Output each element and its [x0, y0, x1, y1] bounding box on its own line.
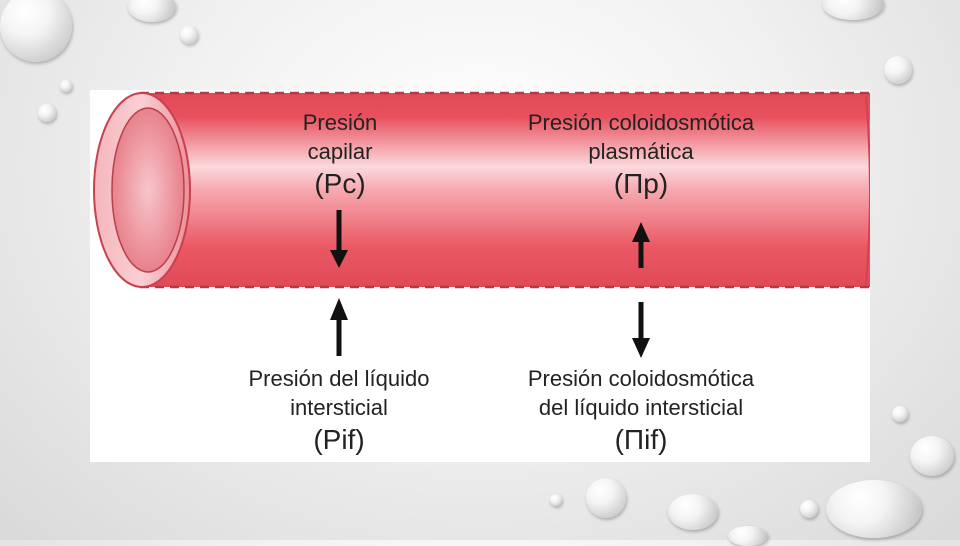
droplet: [38, 104, 56, 122]
droplet: [728, 526, 768, 546]
symbol-piif: (Πif): [491, 422, 791, 458]
droplet: [892, 406, 908, 422]
label-line: plasmática: [588, 139, 693, 164]
droplet: [550, 494, 562, 506]
droplet: [822, 0, 884, 20]
droplet: [586, 478, 626, 518]
droplet: [180, 26, 198, 44]
droplet: [0, 0, 72, 62]
label-line: Presión del líquido: [248, 366, 429, 391]
label-line: Presión: [303, 110, 378, 135]
droplet: [800, 500, 818, 518]
label-line: capilar: [308, 139, 373, 164]
droplet: [884, 56, 912, 84]
droplet: [910, 436, 954, 476]
droplet: [128, 0, 176, 22]
label-interstitial-colloid-pressure: Presión coloidosmótica del líquido inter…: [491, 364, 791, 458]
symbol-pc: (Pc): [240, 166, 440, 202]
label-line: Presión coloidosmótica: [528, 110, 754, 135]
capillary-lumen: [112, 108, 184, 272]
droplet: [60, 80, 72, 92]
symbol-pip: (Πp): [491, 166, 791, 202]
label-line: intersticial: [290, 395, 388, 420]
arrow-pif-up: [330, 298, 348, 356]
label-line: del líquido intersticial: [539, 395, 743, 420]
droplet: [826, 480, 922, 538]
label-line: Presión coloidosmótica: [528, 366, 754, 391]
label-interstitial-fluid-pressure: Presión del líquido intersticial (Pif): [214, 364, 464, 458]
capillary-diagram: Presión capilar (Pc) Presión coloidosmót…: [90, 90, 870, 462]
arrow-piif-down: [632, 302, 650, 358]
symbol-pif: (Pif): [214, 422, 464, 458]
droplet: [668, 494, 718, 530]
label-plasma-colloid-pressure: Presión coloidosmótica plasmática (Πp): [491, 108, 791, 202]
label-capillary-pressure: Presión capilar (Pc): [240, 108, 440, 202]
